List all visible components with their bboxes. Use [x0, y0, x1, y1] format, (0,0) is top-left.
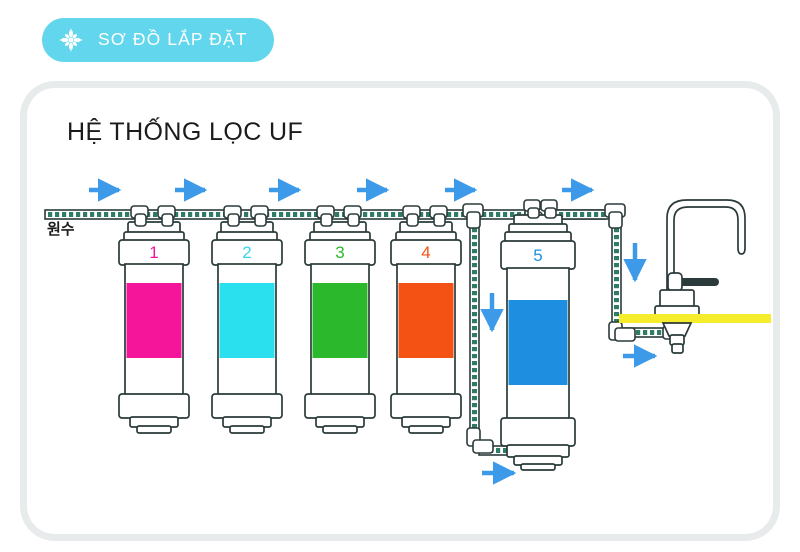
- uf-system-diagram: 1: [27, 88, 773, 534]
- head-fittings: [223, 205, 269, 227]
- head-fittings: [402, 205, 448, 227]
- elbow-fitting: [466, 427, 494, 454]
- filter-number-4: 4: [421, 243, 430, 262]
- flow-arrows: [89, 178, 658, 485]
- filter-stage-1: 1: [118, 205, 190, 434]
- filter-media-3: [312, 283, 368, 358]
- goose-neck-faucet: [619, 199, 771, 354]
- snowflake-icon: [58, 27, 84, 53]
- filter-number-2: 2: [242, 243, 251, 262]
- filter-stage-5: 5: [500, 199, 576, 471]
- filter-stage-4: 4: [390, 205, 462, 434]
- inlet-label: 원수: [47, 221, 75, 238]
- elbow-fitting: [604, 203, 626, 229]
- page-title: HỆ THỐNG LỌC UF: [67, 118, 304, 146]
- countertop-bar: [619, 314, 771, 323]
- filter-stage-2: 2: [211, 205, 283, 434]
- filter-media-5: [508, 300, 568, 385]
- filter-media-2: [219, 283, 275, 358]
- filter-number-5: 5: [533, 246, 542, 265]
- section-header-badge: SƠ ĐỒ LẮP ĐẶT: [42, 18, 274, 62]
- filter-stage-3: 3: [304, 205, 376, 434]
- pipe-drop-left-of-membrane: [469, 215, 480, 441]
- head-fittings: [130, 205, 176, 227]
- elbow-fitting: [462, 203, 484, 229]
- elbow-fitting: [608, 321, 636, 342]
- section-header-label: SƠ ĐỒ LẮP ĐẶT: [98, 29, 248, 50]
- faucet-lever-handle[interactable]: [667, 272, 719, 292]
- filter-media-1: [126, 283, 182, 358]
- filter-media-4: [398, 283, 454, 358]
- head-fittings: [523, 199, 558, 219]
- diagram-card: HỆ THỐNG LỌC UF: [27, 88, 773, 534]
- head-fittings: [316, 205, 362, 227]
- filter-number-1: 1: [149, 243, 158, 262]
- filter-number-3: 3: [335, 243, 344, 262]
